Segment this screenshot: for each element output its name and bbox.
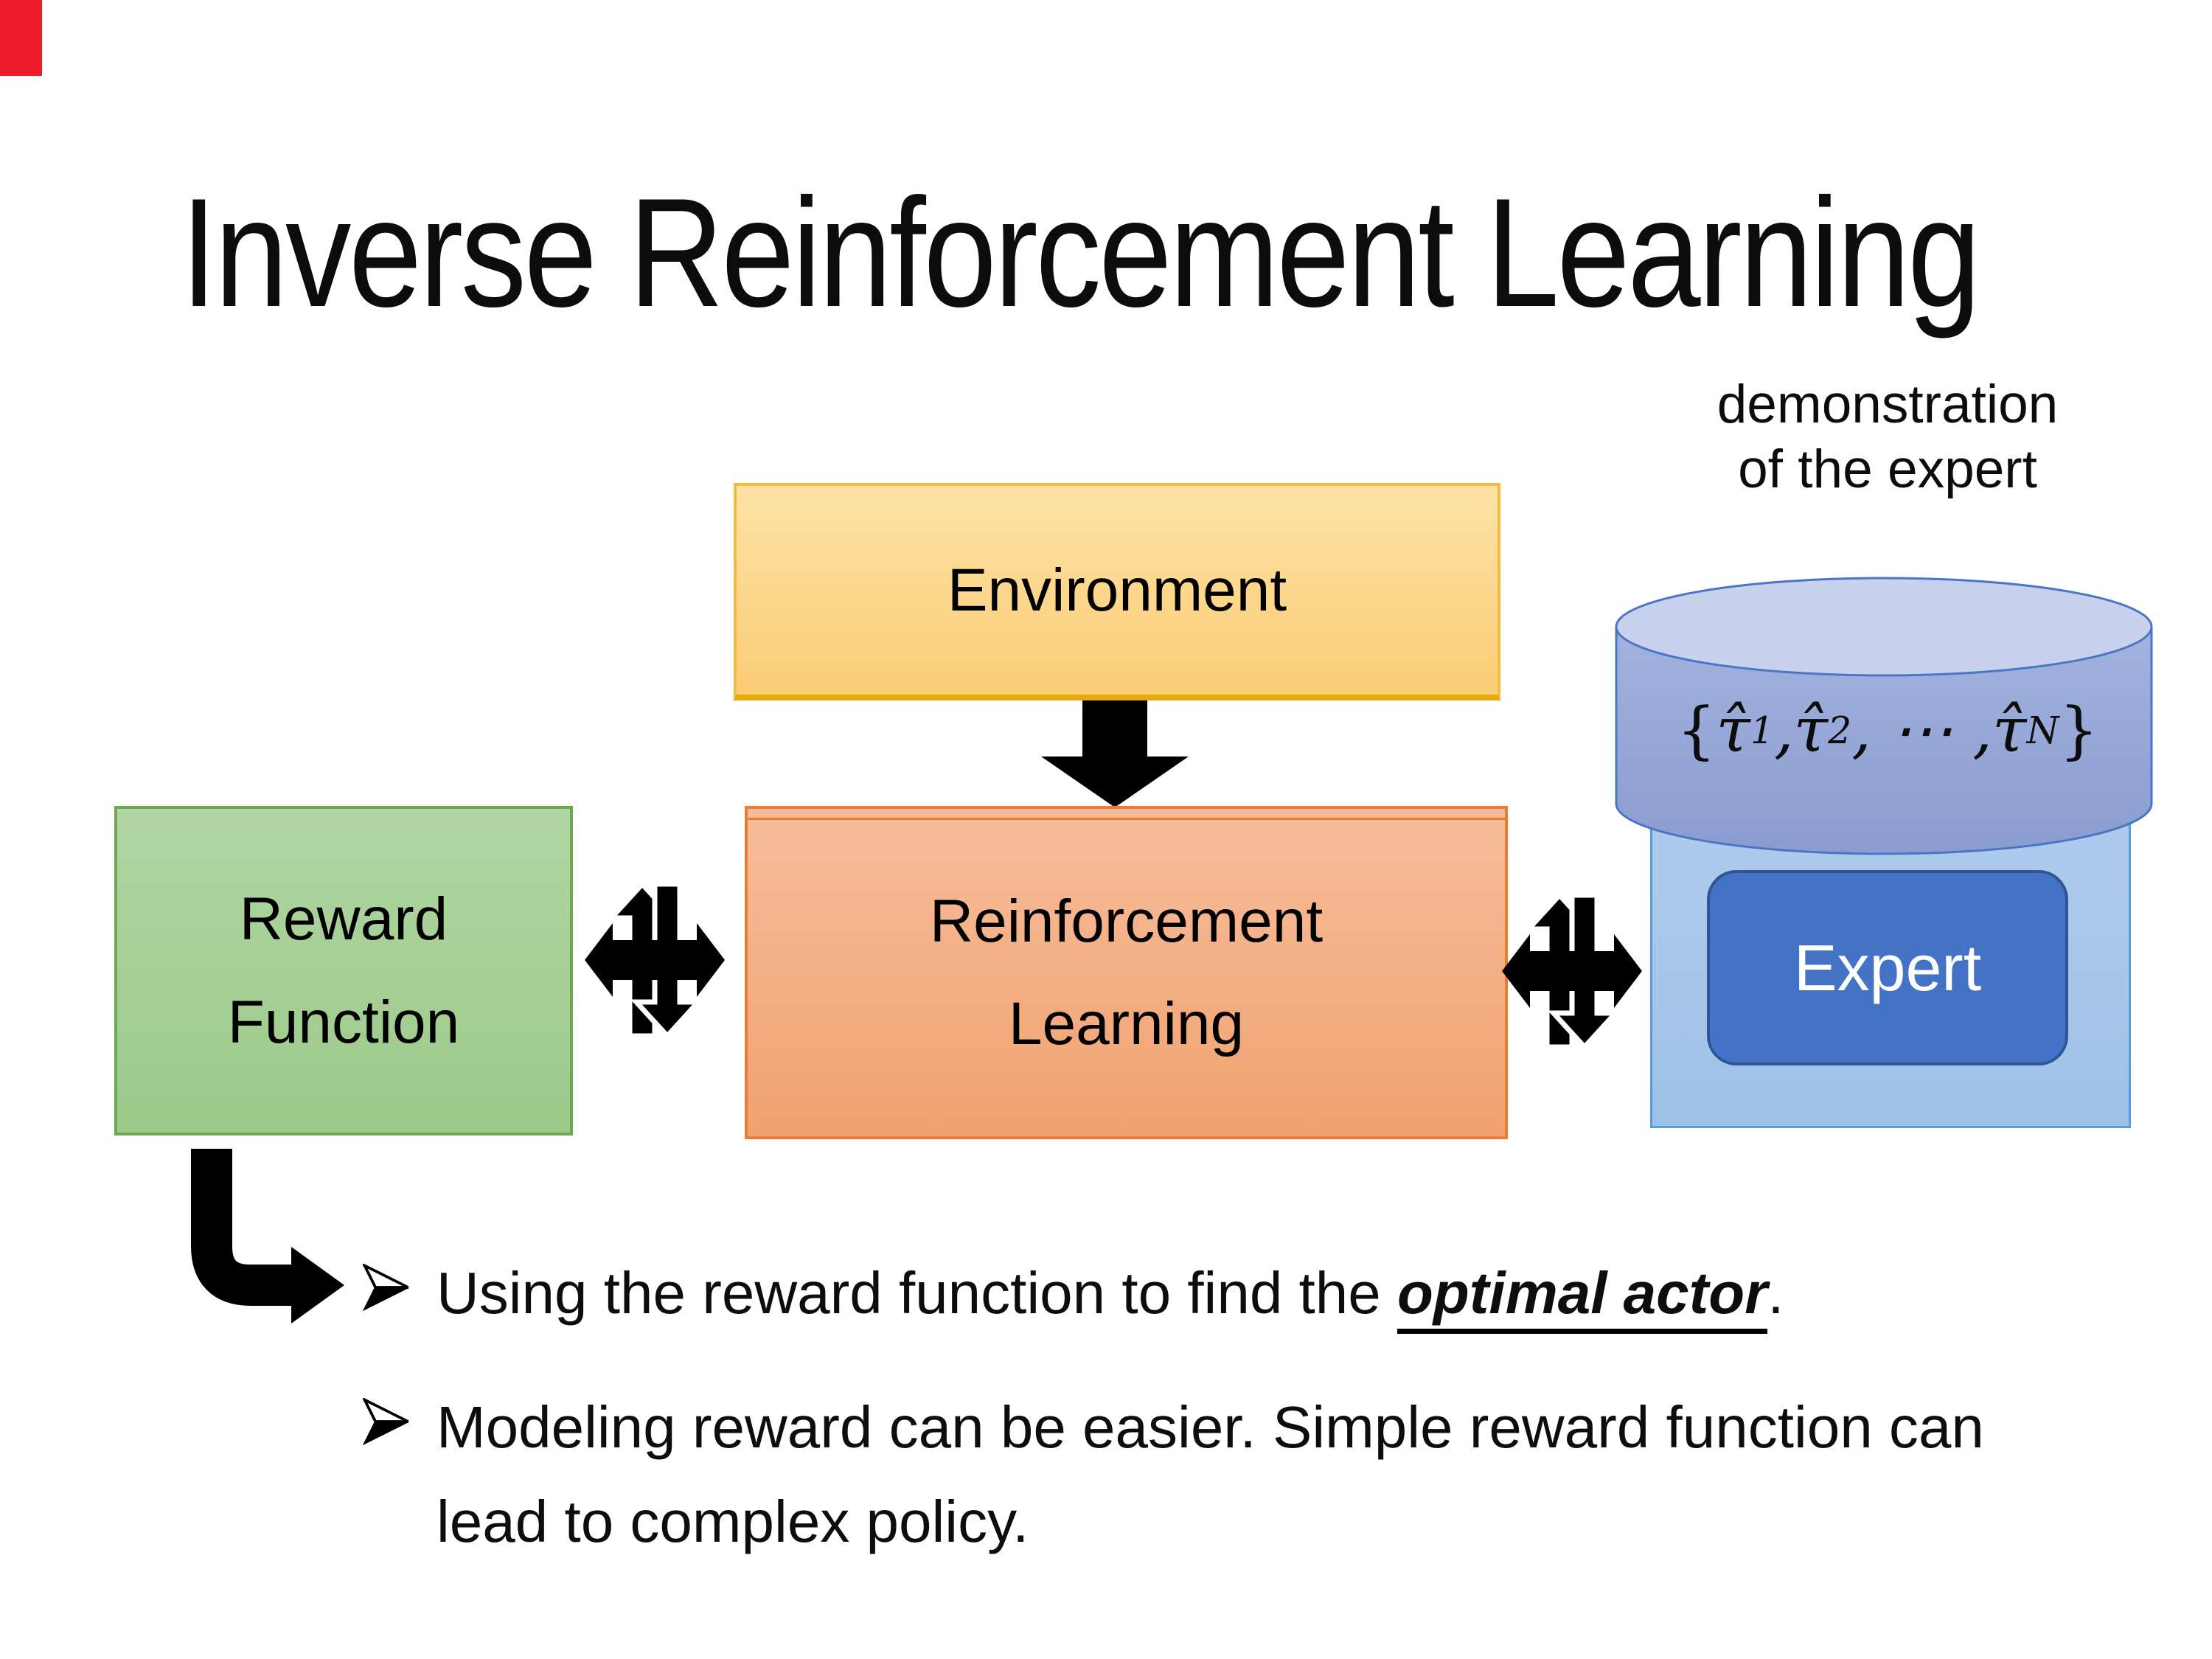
red-marker xyxy=(0,0,42,76)
environment-label: Environment xyxy=(947,556,1287,624)
rl-line1: Reinforcement xyxy=(929,887,1324,955)
bullet-arrow-icon xyxy=(363,1264,409,1311)
reinforcement-learning-box: Reinforcement Learning xyxy=(745,806,1508,1139)
reward-line2: Function xyxy=(227,988,460,1056)
trajectory-set-formula: {τ̂1, τ̂2, ⋯ , τ̂N} xyxy=(1615,686,2160,774)
environment-box: Environment xyxy=(734,483,1500,700)
formula-comma: , xyxy=(1773,694,1794,766)
reinforcement-learning-label: Reinforcement Learning xyxy=(930,870,1323,1076)
formula-tau1: τ̂ xyxy=(1716,694,1750,766)
database-cylinder-icon xyxy=(1615,577,2153,855)
formula-tauN: τ̂ xyxy=(1992,694,2027,766)
bullet-item-2: Modeling reward can be easier. Simple re… xyxy=(363,1380,2037,1569)
demonstration-label-line2: of the expert xyxy=(1738,439,2037,499)
bullet-arrow-icon xyxy=(363,1398,409,1445)
expert-box: Expert xyxy=(1707,870,2068,1065)
down-arrow-icon xyxy=(1041,700,1189,807)
reward-function-box: Reward Function xyxy=(114,806,573,1135)
bullet-2-text: Modeling reward can be easier. Simple re… xyxy=(437,1394,1984,1554)
bullet-1-emphasis: optimal actor xyxy=(1397,1259,1768,1334)
reward-line1: Reward xyxy=(239,886,448,953)
elbow-arrow-icon xyxy=(191,1149,344,1324)
formula-subN: N xyxy=(2026,708,2059,752)
bullet-1-post: . xyxy=(1767,1260,1784,1326)
expert-label: Expert xyxy=(1793,931,1982,1004)
demonstration-label: demonstration of the expert xyxy=(1585,372,2190,501)
formula-close-brace: } xyxy=(2059,694,2099,766)
rl-box-inner-line xyxy=(748,818,1505,820)
rl-line2: Learning xyxy=(1008,990,1245,1057)
bullet-1-text: Using the reward function to find the op… xyxy=(437,1246,1784,1340)
double-arrow-right-icon xyxy=(1502,894,1642,1048)
formula-sub2: 2 xyxy=(1828,708,1852,752)
demonstration-label-line1: demonstration xyxy=(1717,375,2059,434)
formula-dots: , ⋯ , xyxy=(1851,694,1993,766)
page-title: Inverse Reinforcement Learning xyxy=(181,166,1980,339)
bullet-item-1: Using the reward function to find the op… xyxy=(363,1246,1784,1340)
bullet-1-pre: Using the reward function to find the xyxy=(437,1260,1397,1326)
formula-tau2: τ̂ xyxy=(1793,694,1829,766)
formula-open-brace: { xyxy=(1676,694,1717,766)
double-arrow-left-icon xyxy=(585,883,725,1037)
reward-function-label: Reward Function xyxy=(228,868,460,1074)
formula-sub1: 1 xyxy=(1750,708,1774,752)
